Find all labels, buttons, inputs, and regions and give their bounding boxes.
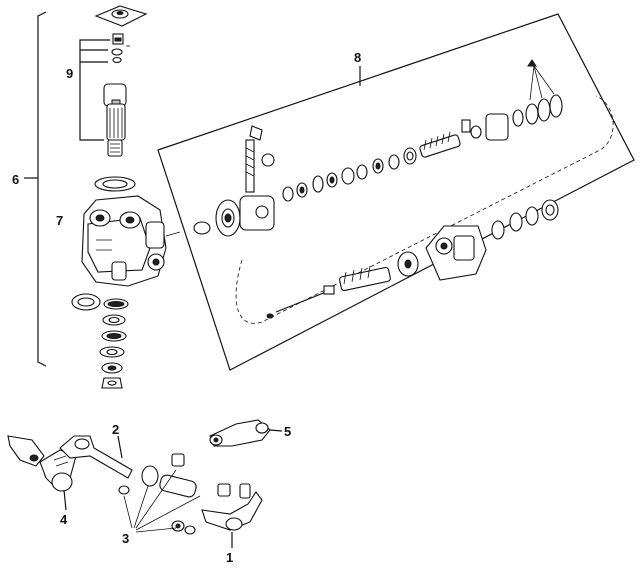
callout-1: 1 [226, 550, 233, 565]
bracket-9 [79, 39, 110, 141]
housing-leader [165, 231, 181, 237]
bracket-6 [24, 11, 47, 367]
small-nut [112, 33, 124, 45]
input-shaft [103, 83, 127, 157]
leader-4 [63, 489, 67, 511]
callout-2: 2 [112, 422, 119, 437]
kit-row-1 [215, 59, 563, 237]
leaders-3 [123, 469, 201, 533]
callout-5: 5 [284, 424, 291, 439]
kit-panel [157, 13, 635, 371]
callout-4: 4 [60, 512, 68, 527]
gear-housing [81, 195, 167, 287]
idler-arm-5 [209, 419, 271, 447]
small-spring [111, 48, 123, 64]
callout-8: 8 [354, 50, 361, 65]
callout-3: 3 [122, 531, 129, 546]
inner-loop [235, 95, 614, 324]
leader-2 [117, 435, 123, 459]
shaft-seal [94, 176, 136, 192]
sleeve-hardware [118, 453, 231, 535]
callout-9: 9 [66, 66, 73, 81]
top-mount-plate [94, 5, 148, 27]
callout-7: 7 [56, 213, 63, 228]
leader-5 [269, 429, 283, 432]
tie-rod-end-1 [201, 483, 263, 531]
lower-stack [99, 298, 129, 389]
drag-link-2 [59, 435, 133, 479]
pitman-arm [7, 435, 45, 467]
output-seal [71, 293, 101, 311]
kit-row-2 [193, 199, 559, 319]
callout-6: 6 [12, 172, 19, 187]
tie-rod-end-4 [39, 449, 77, 492]
